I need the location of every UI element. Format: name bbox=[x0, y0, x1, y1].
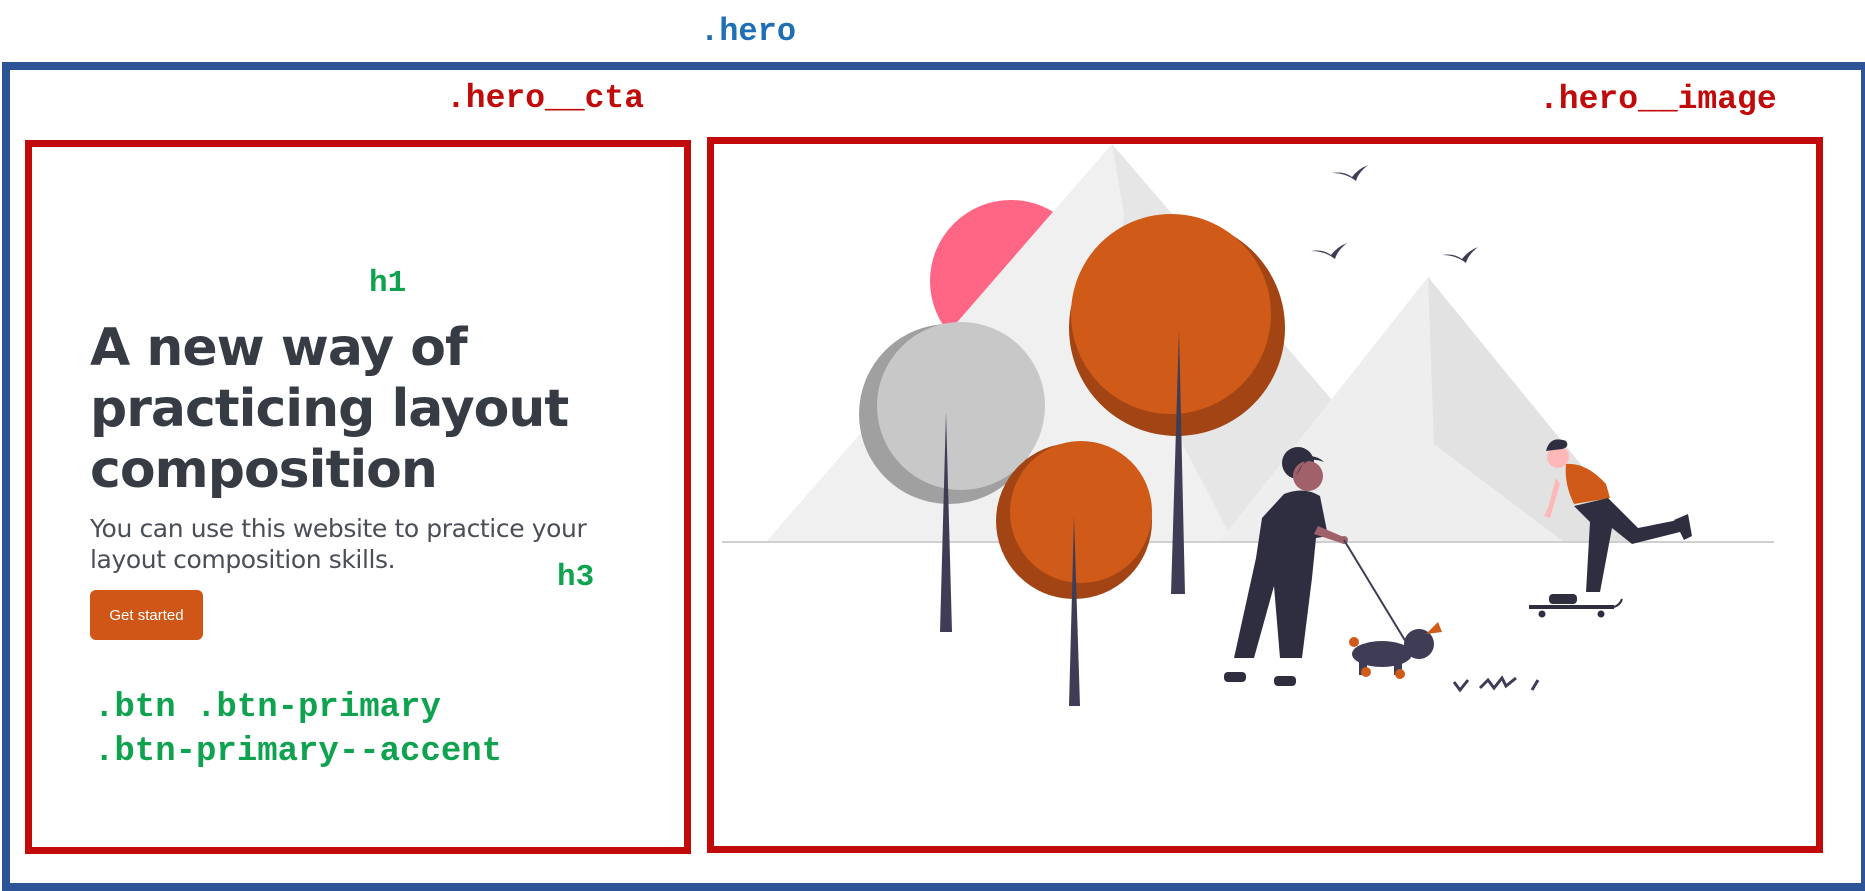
bird-icon bbox=[1442, 247, 1478, 263]
hero-cta-region bbox=[25, 140, 691, 854]
skateboarder-icon bbox=[1529, 439, 1692, 618]
hero-illustration bbox=[722, 144, 1774, 706]
tree-icon bbox=[1069, 214, 1285, 594]
get-started-button[interactable]: Get started bbox=[90, 590, 203, 640]
btn-class-line-1: .btn .btn-primary bbox=[94, 689, 441, 727]
grass-icon bbox=[1452, 675, 1540, 693]
woman-walking-dog-icon bbox=[1224, 447, 1410, 686]
hero-subheadline: You can use this website to practice you… bbox=[90, 514, 587, 574]
button-classes-annotation: .btn .btn-primary .btn-primary--accent bbox=[94, 686, 502, 774]
h1-annotation-label: h1 bbox=[369, 266, 407, 301]
bird-icon bbox=[1332, 165, 1368, 181]
dog-icon bbox=[1349, 622, 1442, 679]
h3-annotation-label: h3 bbox=[557, 560, 595, 595]
hero-image-annotation-label: .hero__image bbox=[1539, 81, 1777, 118]
bird-icon bbox=[1311, 243, 1347, 259]
tree-icon bbox=[859, 322, 1045, 632]
hero-headline: A new way of practicing layout compositi… bbox=[90, 318, 569, 500]
hero-annotation-label: .hero bbox=[700, 13, 797, 50]
tree-icon bbox=[996, 441, 1152, 706]
btn-class-line-2: .btn-primary--accent bbox=[94, 733, 503, 771]
hero-cta-annotation-label: .hero__cta bbox=[446, 80, 645, 117]
hero-image-region bbox=[707, 137, 1823, 853]
